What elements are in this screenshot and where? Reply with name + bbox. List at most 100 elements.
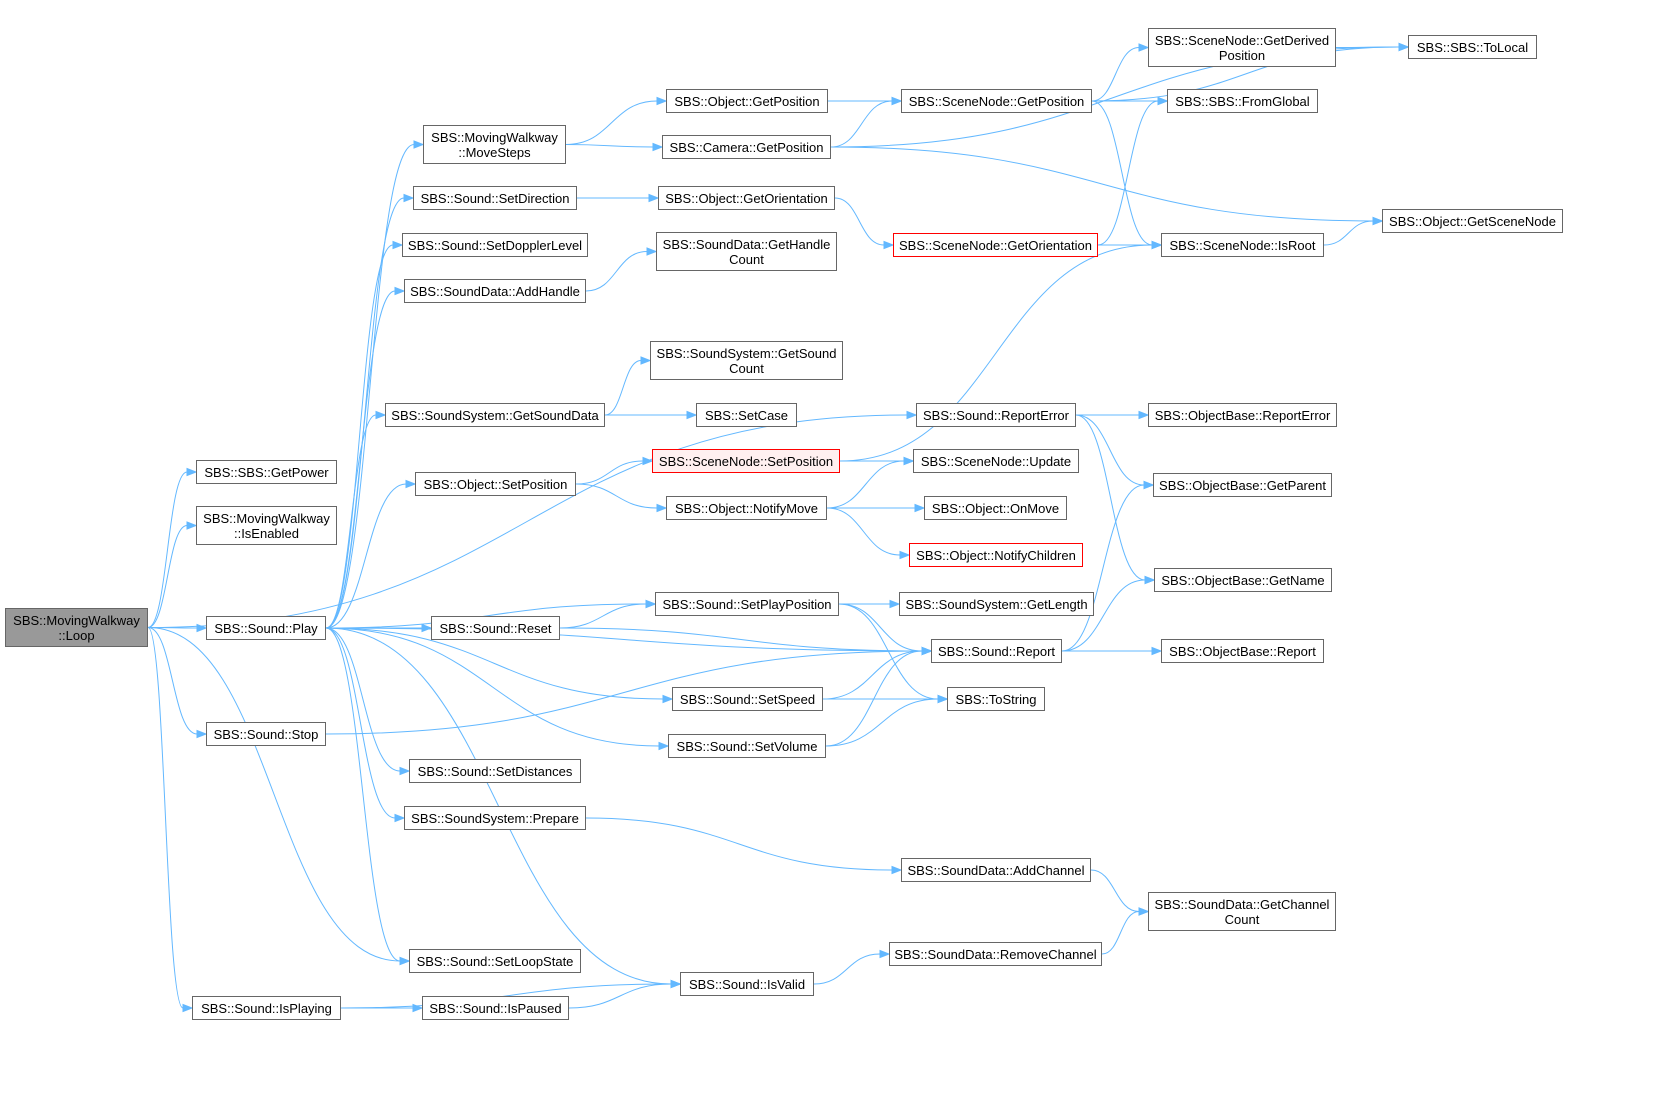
arrowhead-n27-n36 [921,646,933,656]
edge-n3-n14 [325,627,396,819]
node-sbs-fromglobal[interactable]: SBS::SBS::FromGlobal [1167,89,1318,113]
edge-n0-n15 [147,627,401,962]
node-scenenode-getorientation[interactable]: SBS::SceneNode::GetOrientation [893,233,1098,257]
node-sound-setspeed[interactable]: SBS::Sound::SetSpeed [672,687,823,711]
edge-n19-n30 [834,197,885,246]
node-sound-isvalid[interactable]: SBS::Sound::IsValid [680,972,814,996]
node-soundsystem-getsoundcount[interactable]: SBS::SoundSystem::GetSound Count [650,341,843,380]
arrowhead-n7-n19 [648,193,660,203]
node-soundsystem-prepare[interactable]: SBS::SoundSystem::Prepare [404,806,586,830]
node-objectbase-reporterror[interactable]: SBS::ObjectBase::ReportError [1148,403,1337,427]
arrowhead-n14-n38 [891,865,903,875]
arrowhead-n3-n26 [662,694,674,704]
edge-n14-n38 [585,817,893,871]
arrowhead-n24-n32 [903,456,915,466]
node-objectbase-getname[interactable]: SBS::ObjectBase::GetName [1154,568,1332,592]
edge-n18-n49 [830,146,1374,222]
node-sounddata-removechannel[interactable]: SBS::SoundData::RemoveChannel [889,942,1102,966]
node-movingwalkway-movesteps[interactable]: SBS::MovingWalkway ::MoveSteps [423,125,566,164]
edge-n3-n27 [325,627,660,747]
arrowhead-n6-n18 [652,142,664,152]
node-scenenode-getposition[interactable]: SBS::SceneNode::GetPosition [901,89,1092,113]
node-sounddata-getchannelcount[interactable]: SBS::SoundData::GetChannel Count [1148,892,1336,931]
edge-n42-n49 [1323,220,1374,246]
node-scenenode-isroot[interactable]: SBS::SceneNode::IsRoot [1161,233,1324,257]
arrowhead-n3-n8 [392,240,404,250]
node-movingwalkway-isenabled[interactable]: SBS::MovingWalkway ::IsEnabled [196,506,337,545]
arrowhead-n3-n9 [394,286,406,296]
node-tostring[interactable]: SBS::ToString [947,687,1045,711]
edge-n11-n23 [575,460,644,485]
arrowhead-n19-n30 [883,240,895,250]
arrowhead-n0-n1 [186,467,198,477]
node-object-notifychildren[interactable]: SBS::Object::NotifyChildren [909,543,1083,567]
node-objectbase-getparent[interactable]: SBS::ObjectBase::GetParent [1153,473,1332,497]
node-sound-stop[interactable]: SBS::Sound::Stop [206,722,326,746]
edge-n25-n37 [838,603,939,700]
arrowhead-n9-n20 [646,247,658,256]
edge-n3-n11 [325,483,407,629]
node-sound-reporterror[interactable]: SBS::Sound::ReportError [916,403,1076,427]
arrowhead-n42-n49 [1372,216,1384,226]
arrowhead-n6-n17 [656,96,668,106]
edge-n0-n1 [147,471,188,628]
node-scenenode-update[interactable]: SBS::SceneNode::Update [913,449,1079,473]
arrowhead-n3-n7 [403,193,415,203]
node-sound-setvolume[interactable]: SBS::Sound::SetVolume [668,734,826,758]
edge-n40-n48 [1335,46,1400,48]
arrowhead-n36-n46 [1151,646,1163,656]
arrowhead-n0-n4 [196,729,208,739]
edge-n3-n10 [325,414,377,629]
edge-n38-n47 [1090,869,1140,912]
node-sound-setplayposition[interactable]: SBS::Sound::SetPlayPosition [655,592,839,616]
arrowhead-n3-n27 [658,741,670,751]
node-sound-setloopstate[interactable]: SBS::Sound::SetLoopState [409,949,581,973]
node-sound-reset[interactable]: SBS::Sound::Reset [431,616,560,640]
edge-n3-n13 [325,627,401,772]
node-setcase[interactable]: SBS::SetCase [696,403,797,427]
edge-n3-n6 [325,144,415,629]
node-movingwalkway-loop[interactable]: SBS::MovingWalkway ::Loop [5,608,148,647]
node-sound-setdistances[interactable]: SBS::Sound::SetDistances [409,759,581,783]
node-sounddata-addhandle[interactable]: SBS::SoundData::AddHandle [404,279,586,303]
node-sound-setdopplerlevel[interactable]: SBS::Sound::SetDopplerLevel [402,233,588,257]
edge-n29-n42 [1091,100,1153,246]
edge-n3-n9 [325,290,396,629]
arrowhead-n30-n41 [1157,96,1169,106]
edge-n29-n40 [1091,47,1140,102]
node-scenenode-setposition[interactable]: SBS::SceneNode::SetPosition [652,449,840,473]
node-soundsystem-getsounddata[interactable]: SBS::SoundSystem::GetSoundData [385,403,605,427]
edge-n31-n44 [1075,414,1145,486]
node-sound-setdirection[interactable]: SBS::Sound::SetDirection [413,186,577,210]
node-object-notifymove[interactable]: SBS::Object::NotifyMove [666,496,827,520]
node-object-getorientation[interactable]: SBS::Object::GetOrientation [658,186,835,210]
node-object-getscenenode[interactable]: SBS::Object::GetSceneNode [1382,209,1563,233]
edge-n0-n5 [147,627,184,1009]
node-sounddata-gethandlecount[interactable]: SBS::SoundData::GetHandle Count [656,232,837,271]
node-sbs-tolocal[interactable]: SBS::SBS::ToLocal [1408,35,1537,59]
node-sound-report[interactable]: SBS::Sound::Report [931,639,1062,663]
node-sbs-getpower[interactable]: SBS::SBS::GetPower [196,460,337,484]
edge-n11-n24 [575,483,658,509]
node-soundsystem-getlength[interactable]: SBS::SoundSystem::GetLength [899,592,1094,616]
arrowhead-n11-n24 [656,503,668,513]
node-object-onmove[interactable]: SBS::Object::OnMove [924,496,1067,520]
node-object-setposition[interactable]: SBS::Object::SetPosition [415,472,576,496]
edge-n23-n42 [839,244,1153,462]
node-sound-ispaused[interactable]: SBS::Sound::IsPaused [422,996,569,1020]
arrowhead-n30-n42 [1151,240,1163,250]
node-sound-play[interactable]: SBS::Sound::Play [206,616,326,640]
node-scenenode-getderivedposition[interactable]: SBS::SceneNode::GetDerived Position [1148,28,1336,67]
node-objectbase-report[interactable]: SBS::ObjectBase::Report [1161,639,1324,663]
edge-n28-n39 [813,953,881,985]
node-object-getposition[interactable]: SBS::Object::GetPosition [666,89,828,113]
node-sound-isplaying[interactable]: SBS::Sound::IsPlaying [192,996,341,1020]
arrowhead-n16-n28 [670,979,682,989]
node-sounddata-addchannel[interactable]: SBS::SoundData::AddChannel [901,858,1091,882]
arrowhead-n36-n45 [1144,575,1156,585]
arrowhead-n3-n13 [399,766,411,776]
arrowhead-n0-n2 [186,521,198,530]
node-camera-getposition[interactable]: SBS::Camera::GetPosition [662,135,831,159]
arrowhead-n24-n34 [899,550,911,560]
